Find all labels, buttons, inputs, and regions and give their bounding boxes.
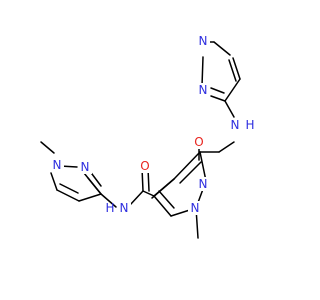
bonds [40,39,241,239]
bond [78,193,102,202]
atom-n: N [120,201,129,215]
bond [50,172,58,191]
bond [142,190,155,197]
bond [228,59,237,82]
atom-o: O [194,135,203,149]
bond [199,151,207,182]
atom-h: H [245,118,254,132]
molecule-structure-diagram: N N N H O O N H N N N N [40,34,255,239]
atom-n: N [231,118,240,132]
atom-n: N [53,158,62,172]
bond [56,189,80,202]
bond [232,57,241,80]
atom-n: N [199,34,208,48]
bond [129,190,144,206]
bond [151,178,175,199]
atom-n: N [191,201,200,215]
bond [153,195,172,217]
bond [40,141,55,154]
bond [173,151,201,180]
bond [218,141,235,153]
bond [210,95,226,102]
bond [210,87,225,94]
atom-o: O [140,159,149,173]
bond [83,172,102,195]
bond [224,100,235,118]
bond [201,56,204,87]
bond [213,41,231,56]
bond [158,190,175,209]
atom-n: N [81,160,90,174]
bond [224,78,241,102]
bond [179,161,202,184]
atom-labels: N N N H O O N H N N N N [50,34,255,215]
atom-h: H [105,201,114,215]
atom-n: N [199,83,208,97]
bond [59,183,79,194]
atom-n: N [199,177,208,191]
bond [100,193,117,208]
